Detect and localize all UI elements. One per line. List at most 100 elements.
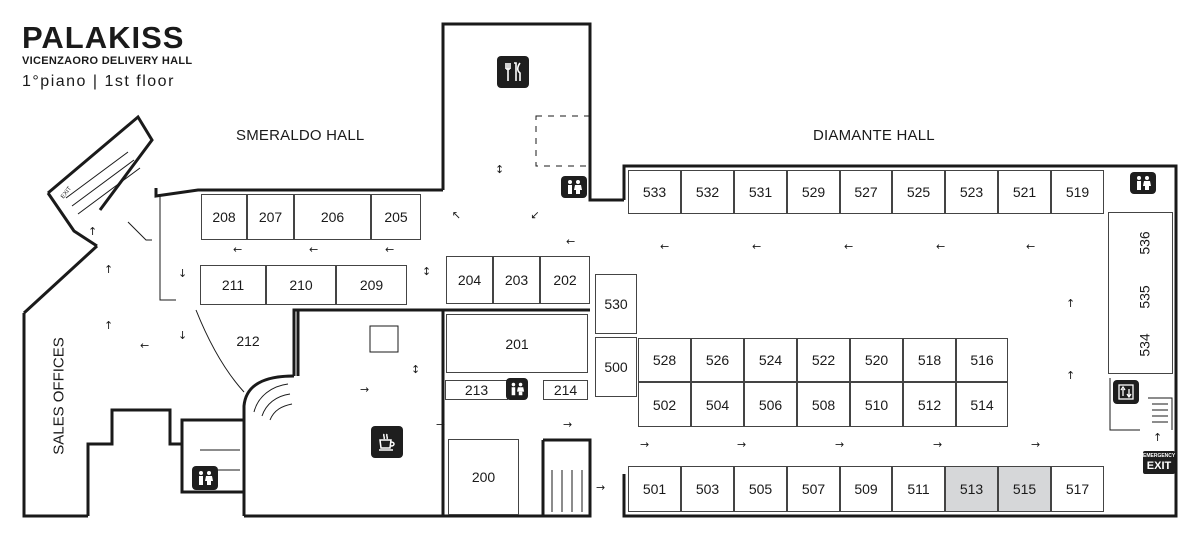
booth-207[interactable]: 207 [247,194,294,240]
arrow-updown-icon: ↕ [495,163,505,176]
arrow-left-icon: ← [309,243,319,256]
booth-520[interactable]: 520 [850,338,903,382]
booth-number: 534 [1136,333,1153,357]
booth-504[interactable]: 504 [691,382,744,427]
restroom-icon[interactable] [1130,172,1156,194]
restroom-icon[interactable] [192,466,218,490]
booth-209[interactable]: 209 [336,265,407,305]
booth-522[interactable]: 522 [797,338,850,382]
arrow-up-icon: ↑ [1153,431,1163,444]
booth-518[interactable]: 518 [903,338,956,382]
booth-211[interactable]: 211 [200,265,266,305]
elevator-icon[interactable] [1113,380,1139,404]
booth-512[interactable]: 512 [903,382,956,427]
booth-503[interactable]: 503 [681,466,734,512]
booth-534[interactable]: 534 [1130,322,1160,368]
booth-530[interactable]: 530 [595,274,637,334]
booth-531[interactable]: 531 [734,170,787,214]
booth-507[interactable]: 507 [787,466,840,512]
booth-201[interactable]: 201 [446,314,588,373]
booth-208[interactable]: 208 [201,194,247,240]
booth-number: 501 [642,481,667,497]
restroom-glyph [511,382,525,396]
booth-519[interactable]: 519 [1051,170,1104,214]
booth-505[interactable]: 505 [734,466,787,512]
booth-number: 503 [695,481,720,497]
booth-525[interactable]: 525 [892,170,945,214]
booth-number: 520 [864,352,889,368]
arrow-right-icon: → [360,383,370,396]
arrow-left-icon: ← [660,240,670,253]
booth-517[interactable]: 517 [1051,466,1104,512]
booth-205[interactable]: 205 [371,194,421,240]
booth-500[interactable]: 500 [595,337,637,397]
booth-number: 214 [553,382,578,398]
booth-527[interactable]: 527 [840,170,892,214]
booth-214[interactable]: 214 [543,380,588,400]
restroom-glyph [568,180,582,194]
booth-511[interactable]: 511 [892,466,945,512]
booth-number: 510 [864,396,889,413]
booth-number: 205 [384,209,408,225]
booth-number: 208 [212,209,236,225]
booth-510[interactable]: 510 [850,382,903,427]
booth-509[interactable]: 509 [840,466,892,512]
booth-number: 516 [970,352,994,368]
booth-204[interactable]: 204 [446,256,493,304]
booth-200[interactable]: 200 [448,439,519,515]
arrow-left-icon: ← [385,243,395,256]
booth-203[interactable]: 203 [493,256,540,304]
booth-514[interactable]: 514 [956,382,1008,427]
booth-number: 518 [917,352,942,368]
outer-wall-left [22,313,88,518]
emergency-stair-frame [1148,397,1173,430]
booth-515-highlighted[interactable]: 515 [998,466,1051,512]
arrow-left-icon: ← [233,243,243,256]
arrow-updown-icon: ↕ [422,265,432,278]
cafe-block-wall [292,308,445,516]
booth-536[interactable]: 536 [1130,220,1160,266]
booth-number: 536 [1136,231,1153,255]
booth-524[interactable]: 524 [744,338,797,382]
restaurant-icon[interactable] [497,56,529,88]
booth-523[interactable]: 523 [945,170,998,214]
booth-533[interactable]: 533 [628,170,681,214]
exit-label: EXIT [1146,460,1172,472]
booth-number: 522 [811,352,836,368]
booth-number: 204 [457,272,482,288]
booth-513-highlighted[interactable]: 513 [945,466,998,512]
booth-535[interactable]: 535 [1130,274,1160,320]
booth-506[interactable]: 506 [744,382,797,427]
booth-502[interactable]: 502 [638,382,691,427]
booth-number: 202 [553,272,577,288]
booth-516[interactable]: 516 [956,338,1008,382]
booth-532[interactable]: 532 [681,170,734,214]
booth-210[interactable]: 210 [266,265,336,305]
booth-number: 500 [604,359,628,375]
floor-label: 1°piano | 1st floor [22,73,175,90]
arrow-left-icon: ← [936,240,946,253]
booth-529[interactable]: 529 [787,170,840,214]
restroom-icon[interactable] [561,176,587,198]
emergency-label: EMERGENCY [1143,453,1176,459]
arrow-right-icon: → [1031,438,1041,451]
booth-212[interactable]: 212 [203,313,293,369]
booth-501[interactable]: 501 [628,466,681,512]
booth-521[interactable]: 521 [998,170,1051,214]
booth-number: 207 [258,209,283,225]
booth-526[interactable]: 526 [691,338,744,382]
booth-202[interactable]: 202 [540,256,590,304]
booth-213[interactable]: 213 [445,380,508,400]
booth-206[interactable]: 206 [294,194,371,240]
hall-label-diamante: DIAMANTE HALL [813,127,935,144]
booth-number: 206 [320,209,345,225]
booth-528[interactable]: 528 [638,338,691,382]
booth-number: 209 [359,277,384,293]
booth-number: 508 [811,396,836,413]
cafe-icon[interactable] [371,426,403,458]
arrow-left-icon: ← [844,240,854,253]
booth-508[interactable]: 508 [797,382,850,427]
restroom-icon[interactable] [506,378,528,400]
